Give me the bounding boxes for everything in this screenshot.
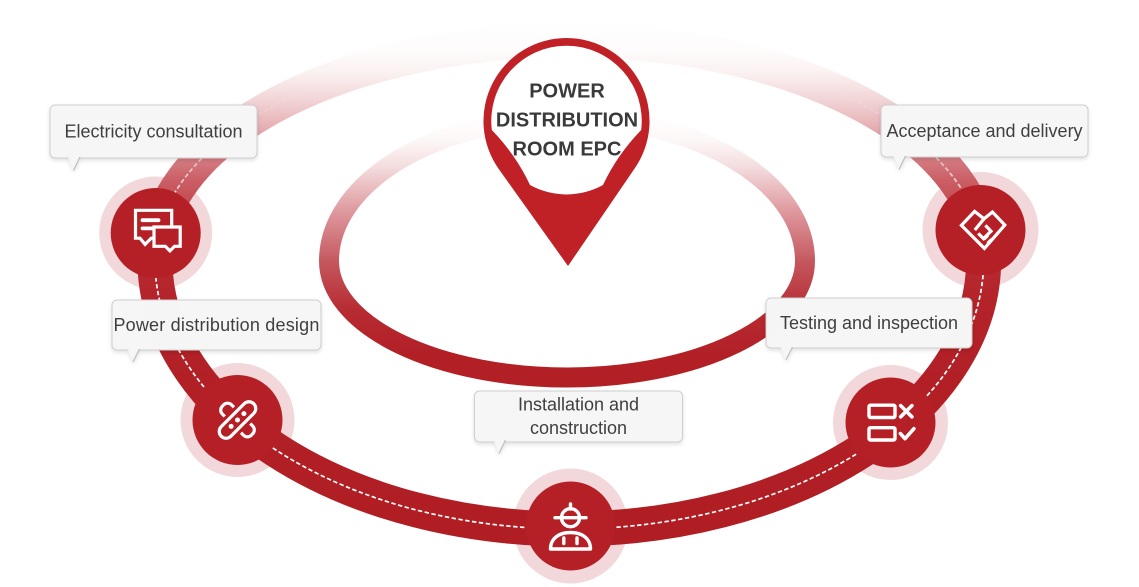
svg-text:POWER: POWER	[529, 81, 605, 103]
svg-text:DISTRIBUTION: DISTRIBUTION	[496, 110, 638, 132]
svg-text:Power distribution design: Power distribution design	[113, 315, 319, 335]
svg-text:Electricity consultation: Electricity consultation	[64, 122, 242, 142]
svg-text:ROOM EPC: ROOM EPC	[513, 139, 622, 161]
svg-text:Installation and: Installation and	[518, 395, 639, 415]
svg-text:Acceptance and delivery: Acceptance and delivery	[886, 121, 1082, 141]
svg-text:Testing and inspection: Testing and inspection	[780, 313, 958, 333]
svg-text:construction: construction	[530, 418, 627, 438]
